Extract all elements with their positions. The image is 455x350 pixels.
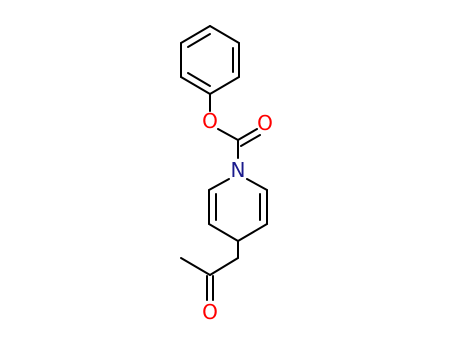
bond-oxygen-carbonyl-carbon xyxy=(217,128,239,141)
bond-carbonyl-double-a xyxy=(237,128,258,141)
bond-ch2-ketone-carbon xyxy=(209,257,239,276)
bond-phenyl-4 xyxy=(209,76,240,95)
bond-phenyl-2 xyxy=(209,25,240,44)
bond-phenyl-double-3 xyxy=(187,72,211,87)
atom-labels: O O N O xyxy=(202,109,273,324)
bond-ketone-methyl xyxy=(180,257,211,276)
atom-nitrogen: N xyxy=(231,158,246,182)
bond-ring-bottom-left xyxy=(208,223,239,242)
atom-oxygen-carbonyl: O xyxy=(257,111,273,135)
atom-oxygen-ketone: O xyxy=(202,300,218,324)
bond-ring-n-right xyxy=(246,178,268,191)
bond-phenyl-5 xyxy=(180,76,211,95)
bond-ring-n-left xyxy=(208,178,230,191)
bond-phenyl-1 xyxy=(180,25,211,44)
bond-carbonyl-double-b xyxy=(240,134,261,147)
bond-ring-right-bottom xyxy=(237,223,268,242)
bonds xyxy=(180,25,268,301)
bond-phenyl-double-1 xyxy=(187,33,211,48)
atom-oxygen-ester: O xyxy=(202,109,218,133)
